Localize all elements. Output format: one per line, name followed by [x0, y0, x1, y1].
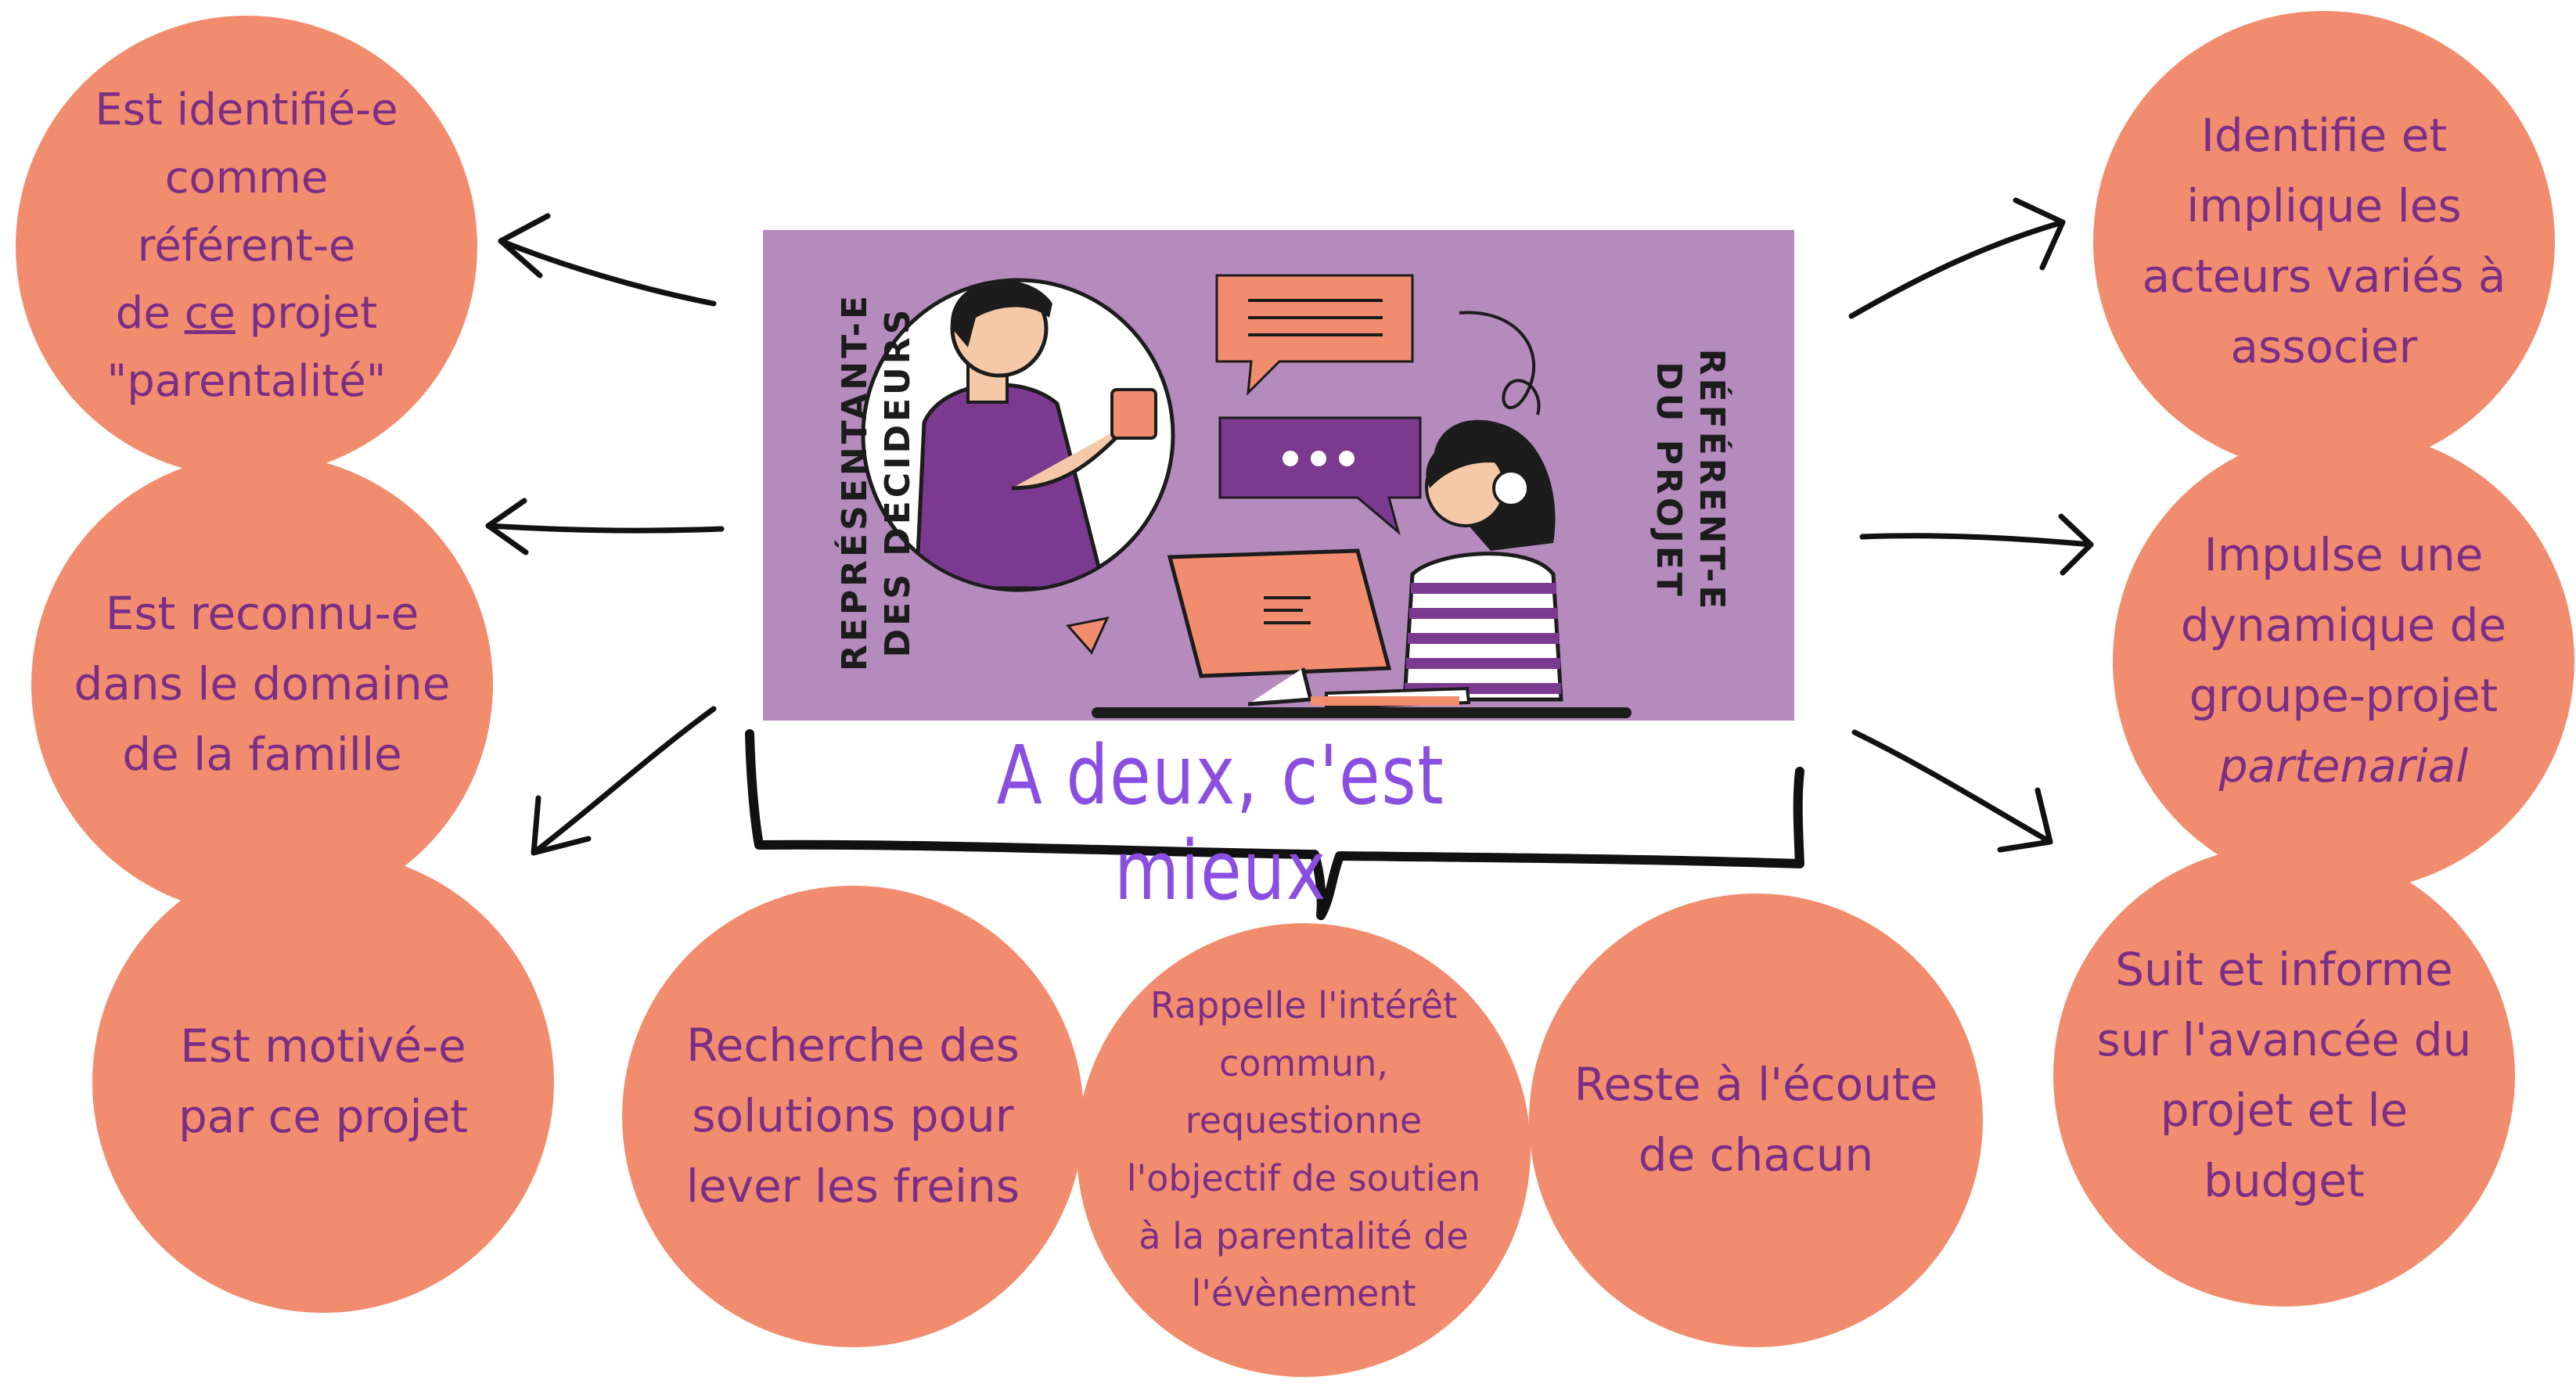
tagline: A deux, c'est mieux [996, 728, 1445, 919]
illustration-panel: REPRÉSENTANT-E DES DECIDEURS RÉFÉRENT-E … [763, 230, 1794, 721]
circle-motive-text: Est motivé-e par ce projet [178, 1019, 469, 1143]
circle-ecoute: Reste à l'écoute de chacun [1529, 893, 1983, 1347]
circle-recherche-text: Recherche des solutions pour lever les f… [685, 1019, 1020, 1213]
circle-referent: Est identifié-e comme référent-e de ce p… [16, 16, 477, 477]
arrow-to-left-top [498, 213, 717, 307]
circle-recherche: Recherche des solutions pour lever les f… [622, 886, 1084, 1347]
referent-label: RÉFÉRENT-E DU PROJET [1649, 348, 1732, 613]
arrow-to-right-top [1848, 197, 2066, 319]
circle-rappelle: Rappelle l'intérêt commun, requestionne … [1077, 923, 1531, 1377]
arrow-to-right-middle [1859, 513, 2094, 576]
arrow-to-left-middle [485, 498, 725, 555]
brace [745, 729, 1804, 920]
circle-referent-text-end: projet "parentalité" [106, 288, 387, 408]
circle-identifie-text: Identifie et implique les acteurs variés… [2142, 109, 2506, 373]
circle-motive: Est motivé-e par ce projet [92, 851, 554, 1313]
circle-referent-text: Est identifié-e comme référent-e de [95, 84, 398, 340]
circle-reconnu-text: Est reconnu-e dans le domaine de la fami… [74, 587, 451, 781]
circle-impulse-text: Impulse une dynamique de groupe-projet [2180, 528, 2507, 722]
circle-impulse: Impulse une dynamique de groupe-projet p… [2113, 430, 2574, 892]
circle-reconnu: Est reconnu-e dans le domaine de la fami… [31, 454, 493, 915]
arrow-to-left-bottom [531, 706, 717, 856]
circle-impulse-italic: partenarial [2218, 739, 2469, 793]
circle-identifie: Identifie et implique les acteurs variés… [2093, 11, 2555, 473]
circle-referent-underlined: ce [184, 288, 236, 340]
circle-suit: Suit et informe sur l'avancée du projet … [2053, 845, 2515, 1307]
circle-suit-text: Suit et informe sur l'avancée du projet … [2096, 943, 2472, 1207]
arrow-to-right-bottom [1851, 729, 2053, 853]
illustration [861, 274, 1632, 718]
representant-label: REPRÉSENTANT-E DES DECIDEURS [835, 292, 918, 672]
circle-rappelle-text: Rappelle l'intérêt commun, requestionne … [1126, 984, 1481, 1315]
circle-ecoute-text: Reste à l'écoute de chacun [1574, 1058, 1938, 1181]
